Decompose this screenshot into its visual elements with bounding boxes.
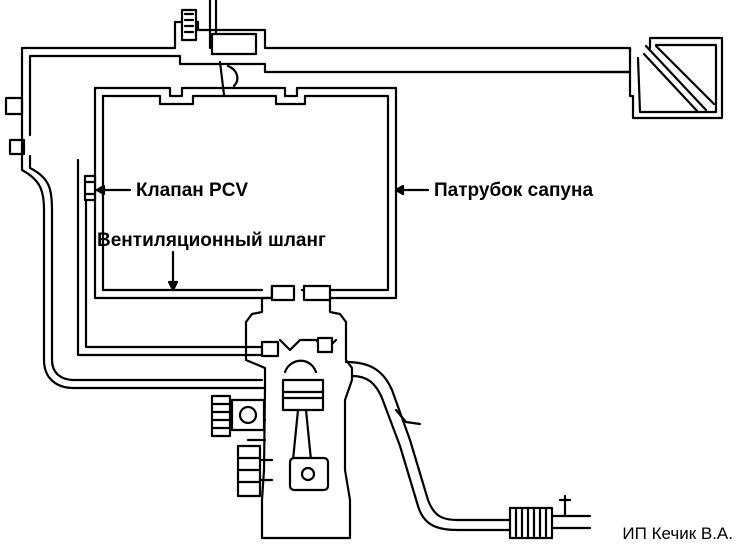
air-cleaner [628,36,724,120]
breather-pipe-label: Патрубок сапуна [434,180,594,201]
ventilation-hose-label: Вентиляционный шланг [97,230,326,251]
engine-accessories [210,394,274,498]
pcv-valve [83,174,97,202]
pointer-arrows [95,184,430,292]
return-line [20,154,267,390]
throttle-body [180,0,258,97]
ventilation-hose [76,158,272,357]
left-sensor [4,96,26,158]
intake-duct [20,20,632,137]
engine-block [244,284,354,540]
exhaust-pipe [344,360,592,540]
credit-watermark: ИП Кечик В.А. [620,524,735,544]
pcv-valve-label: Клапан PCV [136,180,249,201]
